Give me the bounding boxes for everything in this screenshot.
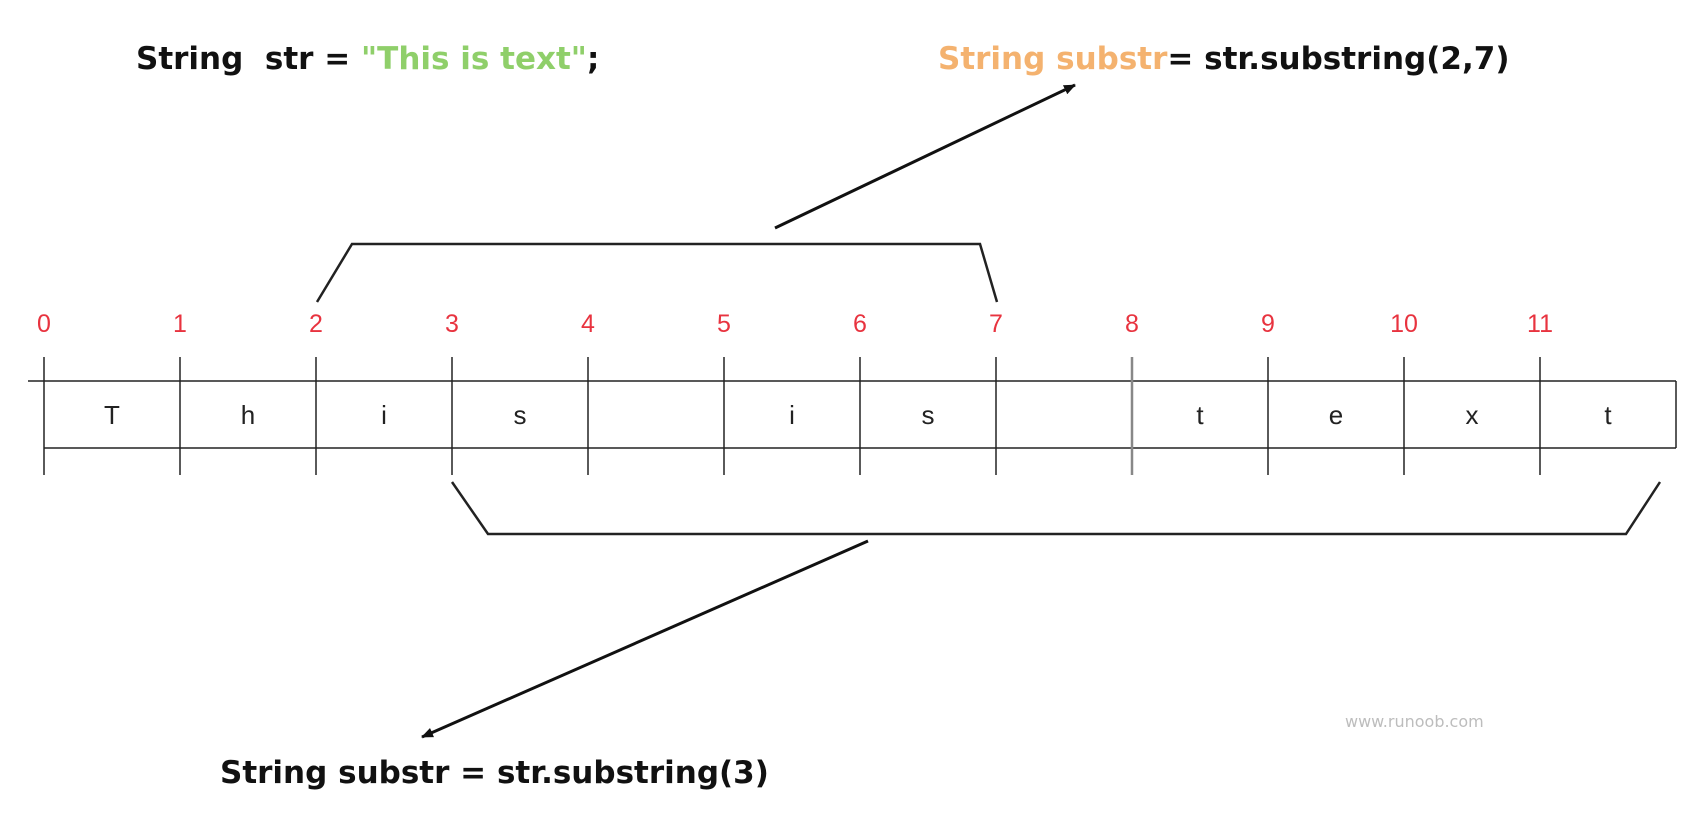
char-cell-11: t bbox=[1604, 400, 1612, 430]
index-label-8: 8 bbox=[1125, 310, 1139, 338]
index-label-1: 1 bbox=[173, 310, 187, 338]
substring-2-7-call: = str.substring(2,7) bbox=[1167, 41, 1510, 77]
index-label-6: 6 bbox=[853, 310, 867, 338]
char-cell-3: s bbox=[514, 400, 527, 430]
char-cell-10: x bbox=[1466, 400, 1479, 430]
char-cell-2: i bbox=[381, 400, 387, 430]
index-label-2: 2 bbox=[309, 310, 323, 338]
string-declaration: String str = "This is text"; bbox=[136, 44, 599, 75]
char-cell-8: t bbox=[1196, 400, 1204, 430]
char-cell-6: s bbox=[922, 400, 935, 430]
char-cell-9: e bbox=[1329, 400, 1343, 430]
substring-2-7-statement: String substr= str.substring(2,7) bbox=[938, 44, 1509, 75]
string-literal: "This is text" bbox=[361, 41, 587, 77]
char-cell-0: T bbox=[104, 400, 120, 430]
watermark: www.runoob.com bbox=[1345, 712, 1484, 731]
index-label-3: 3 bbox=[445, 310, 459, 338]
index-label-0: 0 bbox=[37, 310, 51, 338]
substring-3-arrow bbox=[421, 539, 869, 739]
char-cell-1: h bbox=[241, 400, 255, 430]
substring-2-7-bracket bbox=[315, 242, 999, 303]
index-label-10: 10 bbox=[1390, 310, 1418, 338]
substring-3-statement: String substr = str.substring(3) bbox=[220, 755, 769, 791]
declaration-suffix: ; bbox=[586, 41, 600, 77]
index-label-7: 7 bbox=[989, 310, 1003, 338]
index-label-4: 4 bbox=[581, 310, 595, 338]
char-cell-5: i bbox=[789, 400, 795, 430]
index-labels: 0 1 2 3 4 5 6 7 8 9 10 11 bbox=[37, 310, 1553, 338]
substring-3-bracket bbox=[450, 481, 1662, 536]
substring-variable-highlight: String substr bbox=[938, 41, 1168, 77]
character-cells bbox=[28, 380, 1677, 449]
substring-2-7-arrow bbox=[774, 83, 1076, 230]
index-label-5: 5 bbox=[717, 310, 731, 338]
index-ticks bbox=[43, 357, 1541, 475]
index-label-11: 11 bbox=[1527, 310, 1553, 338]
index-label-9: 9 bbox=[1261, 310, 1275, 338]
declaration-prefix: String str = bbox=[136, 41, 362, 77]
